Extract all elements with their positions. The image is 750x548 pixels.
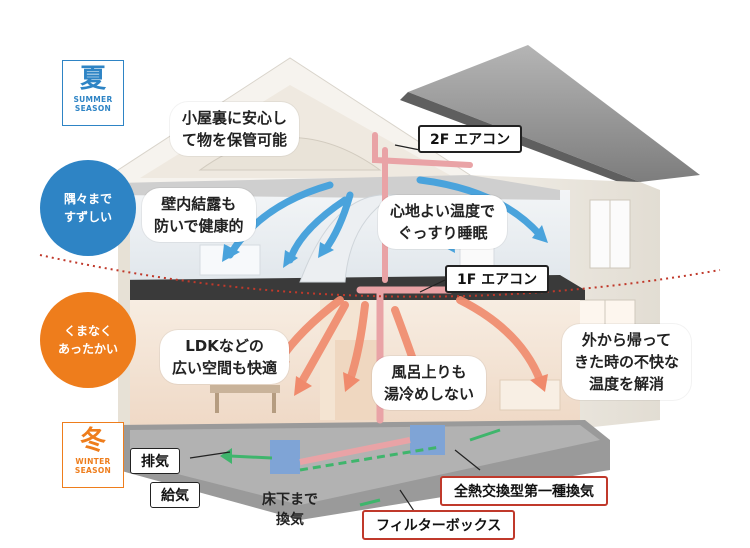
summer-circle: 隅々まで すずしい bbox=[40, 160, 136, 256]
callout-sleep: 心地よい温度で ぐっすり睡眠 bbox=[378, 195, 508, 249]
callout-ldk: LDKなどの 広い空間も快適 bbox=[160, 330, 290, 384]
ac-2f-label: 2F エアコン bbox=[418, 125, 523, 153]
erv-unit-graphic bbox=[220, 425, 501, 507]
erv-system-label: 全熱交換型第一種換気 bbox=[440, 476, 608, 506]
ac-1f-label: 1F エアコン bbox=[445, 265, 550, 293]
summer-badge-kanji: 夏 bbox=[79, 64, 106, 94]
winter-badge-label-line1: WINTER bbox=[75, 457, 111, 466]
underfloor-ventilation-text: 床下まで 換気 bbox=[262, 492, 318, 528]
winter-circle-text: くまなく あったかい bbox=[57, 324, 118, 356]
winter-badge-label-line2: SEASON bbox=[74, 466, 112, 475]
summer-badge-label-line2: SEASON bbox=[74, 104, 112, 113]
callout-return-home: 外から帰って きた時の不快な 温度を解消 bbox=[562, 324, 692, 400]
exhaust-label: 排気 bbox=[130, 448, 180, 474]
callout-bath: 風呂上りも 湯冷めしない bbox=[372, 356, 487, 410]
season-divider bbox=[39, 254, 721, 298]
winter-season-badge: 冬 WINTER SEASON bbox=[62, 422, 124, 488]
supply-label: 給気 bbox=[150, 482, 200, 508]
summer-badge-label-line1: SUMMER bbox=[73, 95, 113, 104]
callout-condensation: 壁内結露も 防いで健康的 bbox=[142, 188, 256, 242]
winter-badge-kanji: 冬 bbox=[79, 426, 106, 456]
filter-box-label: フィルターボックス bbox=[362, 510, 516, 540]
summer-season-badge: 夏 SUMMER SEASON bbox=[62, 60, 124, 126]
summer-circle-text: 隅々まで すずしい bbox=[63, 192, 112, 224]
winter-circle: くまなく あったかい bbox=[40, 292, 136, 388]
callout-attic-storage: 小屋裏に安心し て物を保管可能 bbox=[170, 102, 300, 156]
